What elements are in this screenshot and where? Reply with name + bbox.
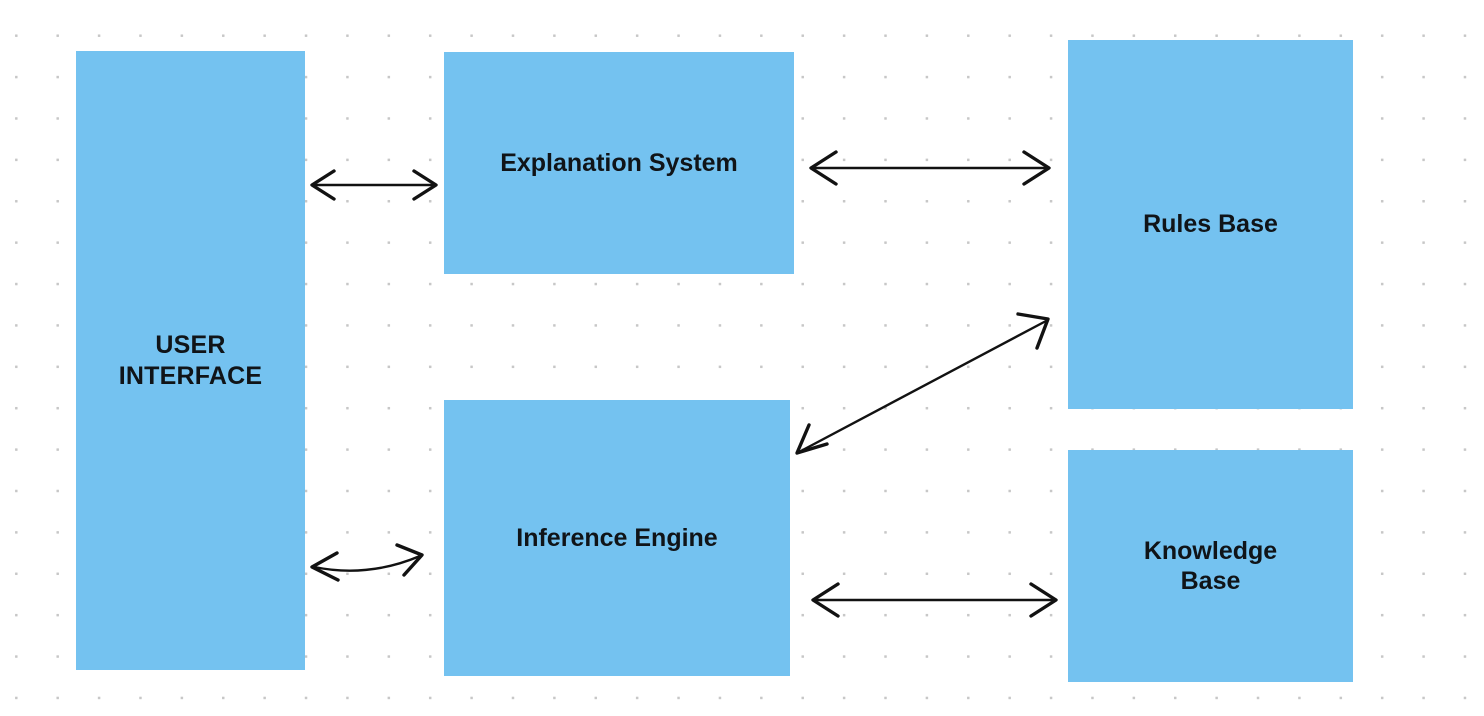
arrowhead-left-icon (310, 551, 340, 582)
node-inference-engine-label: Inference Engine (516, 523, 718, 552)
connector-ui-to-inference-engine (310, 543, 424, 582)
node-knowledge-base[interactable]: Knowledge Base (1068, 450, 1353, 682)
arrowhead-right-icon (412, 169, 438, 201)
arrowhead-downleft-icon (795, 423, 829, 455)
node-inference-engine[interactable]: Inference Engine (444, 400, 790, 676)
arrowhead-right-icon (1022, 150, 1051, 186)
arrowhead-upright-icon (1016, 312, 1050, 350)
connector-explanation-system-to-rules-base (809, 150, 1051, 186)
arrowhead-right-icon (1029, 582, 1058, 618)
node-user-interface-label: USER INTERFACE (118, 331, 263, 390)
arrowhead-right-icon (395, 543, 424, 577)
arrowhead-left-icon (310, 169, 336, 201)
node-knowledge-base-label: Knowledge Base (1143, 536, 1278, 596)
node-explanation-system-label: Explanation System (500, 148, 738, 177)
connector-ui-to-explanation-system (310, 169, 438, 201)
connector-inference-engine-to-rules-base (795, 312, 1050, 455)
connector-inference-engine-to-knowledge-base (811, 582, 1058, 618)
node-user-interface[interactable]: USER INTERFACE (76, 51, 305, 670)
arrowhead-left-icon (809, 150, 838, 186)
node-explanation-system[interactable]: Explanation System (444, 52, 794, 274)
node-rules-base[interactable]: Rules Base (1068, 40, 1353, 409)
node-rules-base-label: Rules Base (1143, 210, 1278, 239)
arrowhead-left-icon (811, 582, 840, 618)
